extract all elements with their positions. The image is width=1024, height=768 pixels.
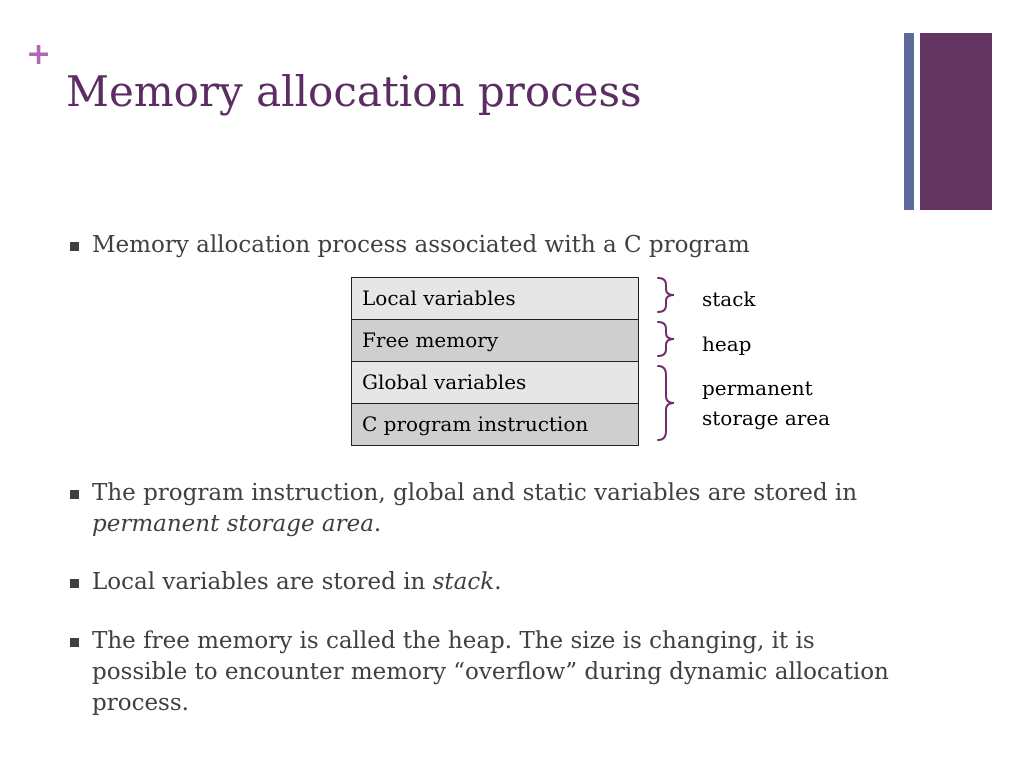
bullet-item-stack: Local variables are stored in stack. [70,567,890,598]
bullet-item-intro: Memory allocation process associated wit… [70,230,890,261]
corner-decoration-thin-bar [904,33,914,210]
memory-row-program-instruction: C program instruction [352,403,638,445]
bullet-text: The free memory is called the heap. The … [92,628,889,716]
bullet-text: Local variables are stored in stack. [92,569,502,595]
segment-braces [657,277,675,441]
bullet-text: The program instruction, global and stat… [92,480,858,537]
memory-row-local-variables: Local variables [352,278,638,319]
bullet-square-icon [70,242,79,251]
permanent-brace-icon [657,365,675,441]
segment-label-permanent-storage: permanent storage area [702,373,882,433]
segment-label-stack: stack [702,287,756,311]
stack-brace-icon [657,277,675,313]
memory-layout-table: Local variables Free memory Global varia… [351,277,639,446]
bullet-item-heap: The free memory is called the heap. The … [70,626,890,719]
slide-title: Memory allocation process [66,67,642,116]
heap-brace-icon [657,321,675,357]
corner-decoration-wide-bar [920,33,992,210]
bullet-square-icon [70,638,79,647]
segment-label-heap: heap [702,332,752,356]
segment-label-line: storage area [702,406,831,430]
bullet-square-icon [70,490,79,499]
memory-row-global-variables: Global variables [352,361,638,403]
bullet-square-icon [70,579,79,588]
memory-row-free-memory: Free memory [352,319,638,361]
plus-icon: + [26,37,52,72]
segment-label-line: permanent [702,376,813,400]
bullet-item-permanent-storage: The program instruction, global and stat… [70,478,890,540]
bullet-text: Memory allocation process associated wit… [92,232,750,258]
